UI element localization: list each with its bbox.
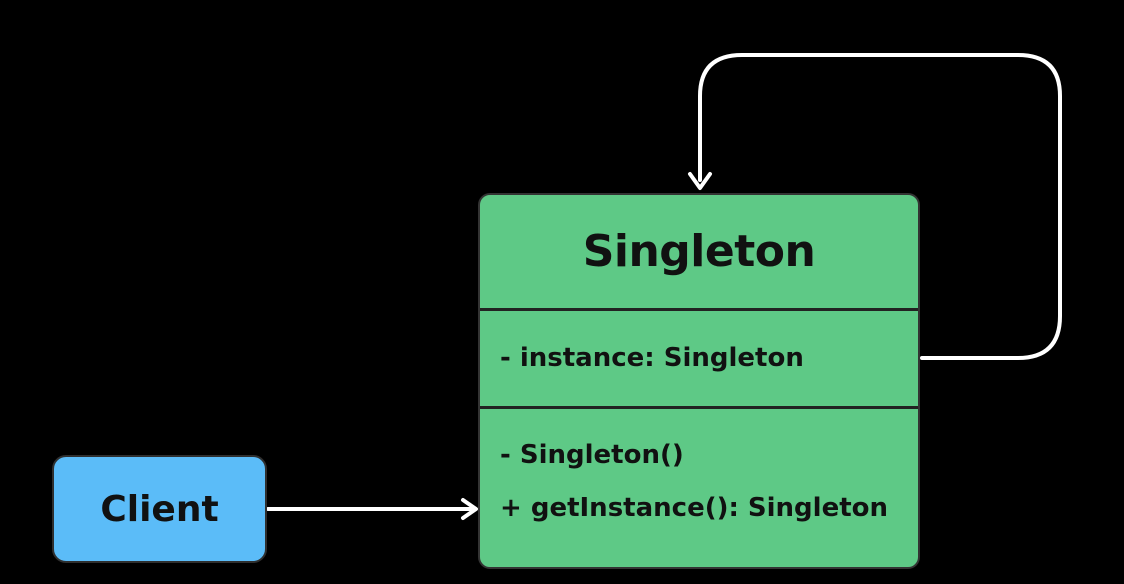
singleton-class-box: Singleton - instance: Singleton - Single…	[478, 193, 920, 569]
class-operation-constructor: - Singleton()	[500, 440, 684, 470]
client-box: Client	[52, 455, 267, 563]
client-to-singleton-arrowhead	[461, 498, 478, 520]
class-name: Singleton	[582, 226, 816, 277]
class-operation-get-instance: + getInstance(): Singleton	[500, 493, 889, 523]
class-divider-name-attributes	[480, 308, 918, 311]
client-label: Client	[100, 488, 219, 530]
class-divider-attributes-operations	[480, 406, 918, 409]
self-reference-arrowhead	[688, 172, 712, 190]
self-reference-connector	[698, 53, 1062, 360]
class-attribute-instance: - instance: Singleton	[500, 343, 804, 373]
